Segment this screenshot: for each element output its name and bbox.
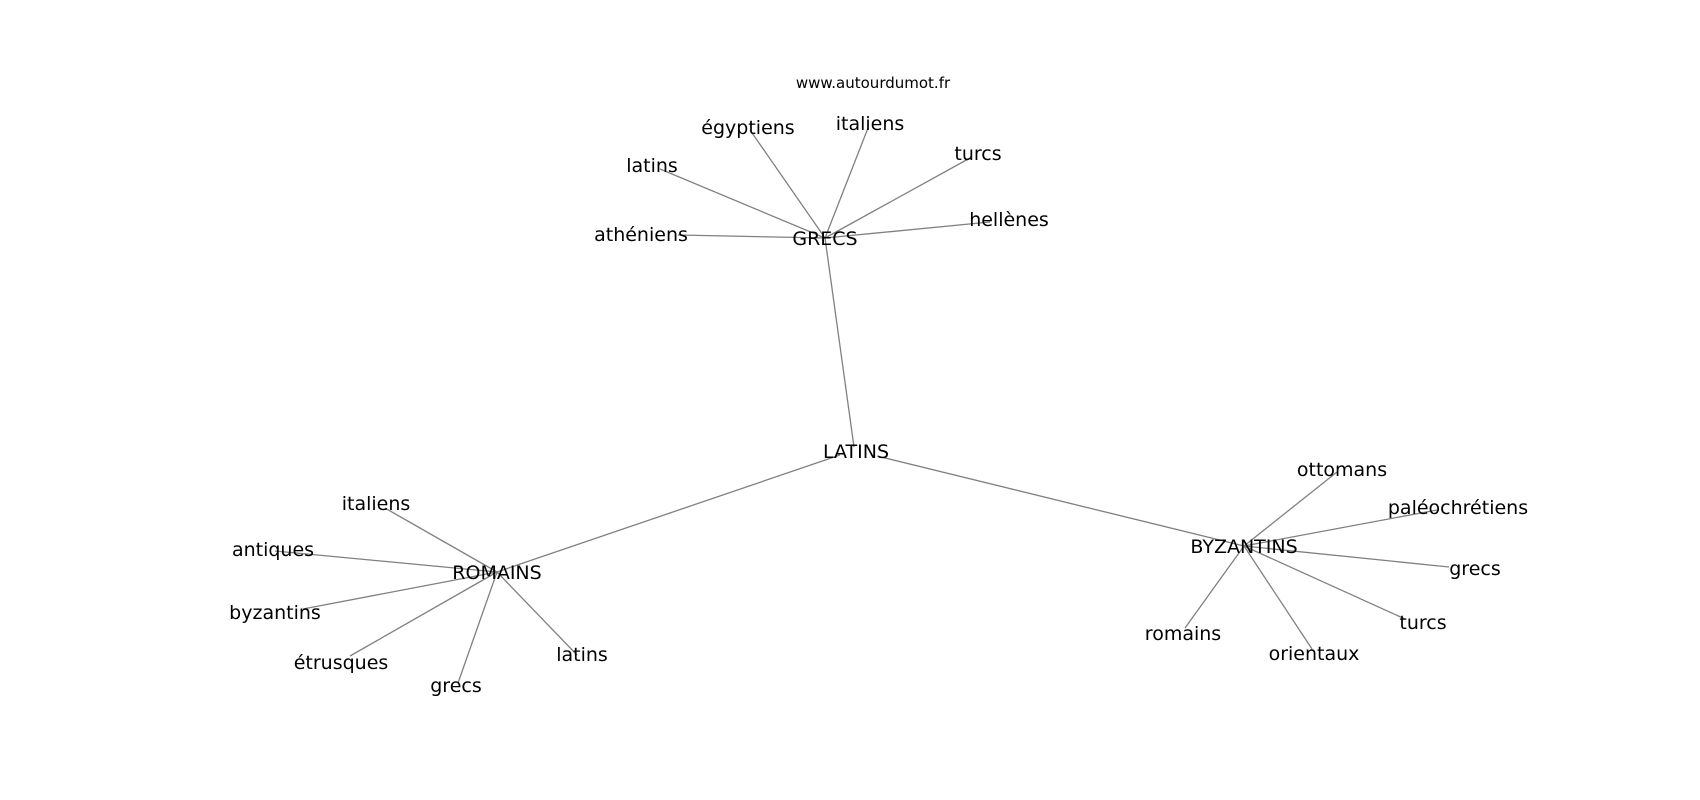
hub-node-grecs: GRECS — [792, 228, 857, 250]
edge-romains-italiens — [384, 507, 498, 573]
center-node: LATINS — [823, 441, 889, 463]
edge-romains-etrusques — [349, 571, 498, 657]
edge-grecs-hellenes — [824, 221, 991, 239]
edge-byzantins-grecs — [1243, 545, 1450, 568]
leaf-node: turcs — [954, 143, 1001, 165]
leaf-node: ottomans — [1297, 459, 1387, 481]
edge-grecs-turcs — [824, 157, 971, 239]
leaf-node: paléochrétiens — [1388, 497, 1528, 519]
hub-node-romains: ROMAINS — [452, 562, 541, 584]
leaf-node: grecs — [430, 675, 482, 697]
edge-byzantins-orientaux — [1243, 545, 1313, 650]
edge-grecs-latins — [659, 168, 826, 239]
edges — [274, 127, 1450, 684]
edge-romains-latins — [496, 571, 578, 656]
edge-grecs-atheniens — [677, 234, 826, 239]
leaf-node: italiens — [342, 493, 411, 515]
edge-byzantins-romains — [1184, 545, 1245, 629]
edge-latins-grecs — [824, 237, 855, 448]
edge-grecs-egyptiens — [749, 129, 826, 239]
leaf-node: latins — [556, 644, 608, 666]
watermark: www.autourdumot.fr — [796, 74, 951, 92]
leaf-node: étrusques — [294, 652, 389, 674]
leaf-node: hellènes — [969, 209, 1049, 231]
leaf-node: byzantins — [229, 602, 321, 624]
edge-latins-byzantins — [876, 455, 1245, 547]
leaf-node: grecs — [1449, 558, 1501, 580]
hub-node-byzantins: BYZANTINS — [1190, 536, 1297, 558]
leaf-node: athéniens — [594, 224, 688, 246]
edge-latins-romains — [496, 454, 841, 573]
leaf-node: italiens — [836, 113, 905, 135]
leaf-node: latins — [626, 155, 678, 177]
edge-byzantins-paleochretiens — [1243, 509, 1438, 547]
leaf-node: orientaux — [1269, 643, 1360, 665]
leaf-node: antiques — [232, 539, 314, 561]
leaf-node: turcs — [1399, 612, 1446, 634]
edge-romains-antiques — [274, 550, 498, 573]
leaf-node: égyptiens — [701, 117, 794, 139]
leaf-node: romains — [1145, 623, 1221, 645]
edge-byzantins-ottomans — [1243, 471, 1338, 547]
edge-byzantins-turcs — [1243, 545, 1406, 620]
edge-grecs-italiens — [824, 127, 869, 239]
labels: www.autourdumot.fr LATINS GRECS égyptien… — [229, 74, 1528, 697]
edge-romains-byzantins — [302, 571, 498, 610]
edge-romains-grecs — [457, 571, 498, 684]
